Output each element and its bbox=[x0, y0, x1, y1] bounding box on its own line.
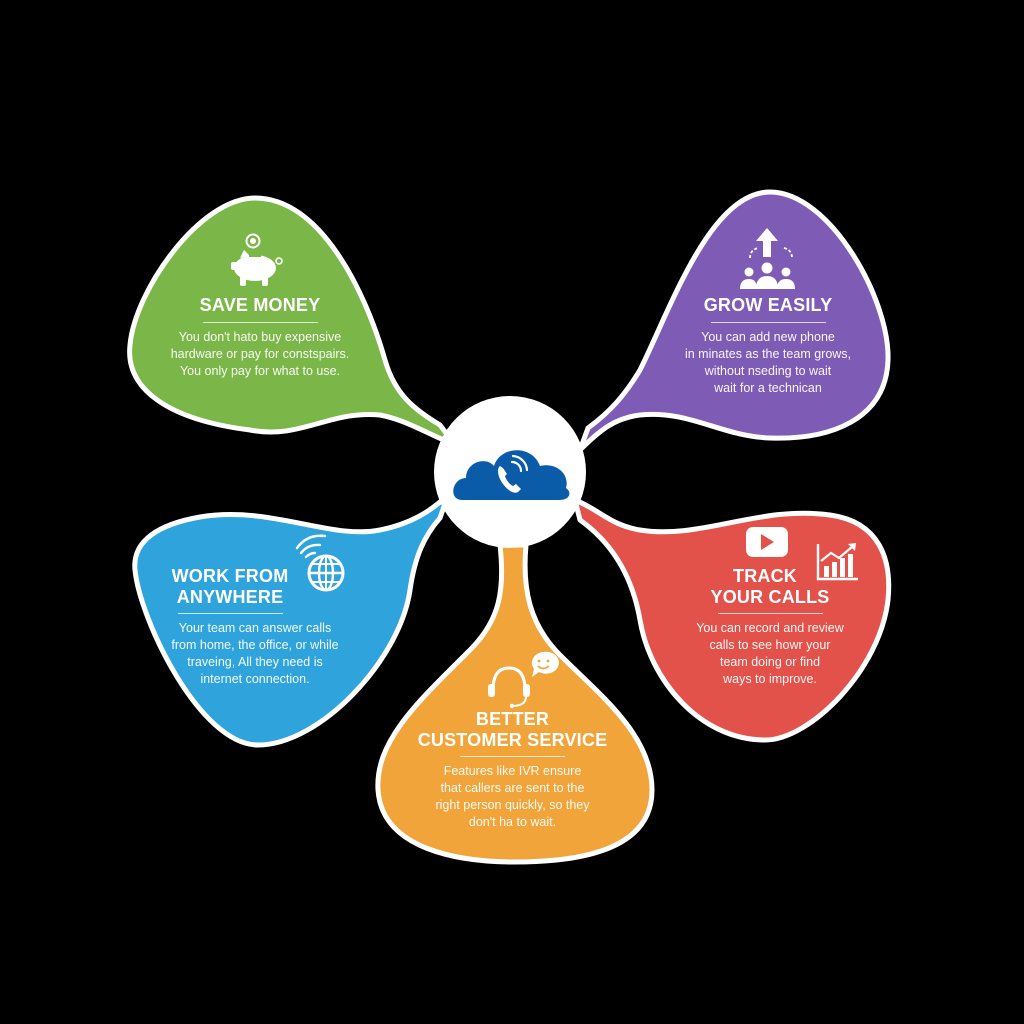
petal-title: WORK FROM ANYWHERE bbox=[171, 566, 289, 607]
divider bbox=[710, 321, 826, 323]
piggy-bank-icon bbox=[231, 233, 283, 286]
petal-save-money: SAVE MONEY You don't hato buy expensive … bbox=[150, 295, 370, 380]
petal-work-from-anywhere: WORK FROM ANYWHERE Your team can answer … bbox=[150, 566, 360, 688]
petal-save-money-shape bbox=[127, 195, 458, 448]
divider bbox=[202, 321, 318, 323]
petal-track-your-calls-shape bbox=[572, 497, 892, 743]
petal-description: You don't hato buy expensive hardware or… bbox=[170, 329, 350, 378]
petal-grow-easily-shape bbox=[577, 189, 891, 453]
divider bbox=[460, 756, 565, 758]
wifi-globe-icon bbox=[295, 534, 345, 592]
petal-description: Features like IVR ensure that callers ar… bbox=[435, 764, 590, 830]
petal-work-from-anywhere-shape bbox=[132, 492, 451, 748]
petal-description: You can record and review calls to see h… bbox=[696, 621, 844, 687]
petal-title: BETTER CUSTOMER SERVICE bbox=[417, 709, 608, 750]
petal-description: You can add new phone in minates as the … bbox=[684, 329, 852, 395]
play-video-icon bbox=[746, 527, 788, 557]
team-growth-icon bbox=[740, 228, 795, 289]
petal-title: TRACK YOUR CALLS bbox=[710, 566, 830, 607]
petal-grow-easily: GROW EASILY You can add new phone in min… bbox=[658, 295, 878, 397]
headset-chat-icon bbox=[488, 651, 559, 709]
petal-title: SAVE MONEY bbox=[199, 295, 321, 315]
petal-better-customer-service: BETTER CUSTOMER SERVICE Features like IV… bbox=[400, 709, 625, 831]
divider bbox=[717, 613, 823, 615]
petal-better-customer-service-shape bbox=[375, 542, 655, 865]
growth-chart-icon bbox=[816, 543, 858, 581]
petal-title: GROW EASILY bbox=[703, 295, 833, 315]
divider bbox=[178, 613, 283, 615]
petal-track-your-calls: TRACK YOUR CALLS You can record and revi… bbox=[665, 566, 875, 688]
cloud-phone-icon bbox=[453, 450, 570, 500]
petal-description: Your team can answer calls from home, th… bbox=[171, 621, 339, 687]
